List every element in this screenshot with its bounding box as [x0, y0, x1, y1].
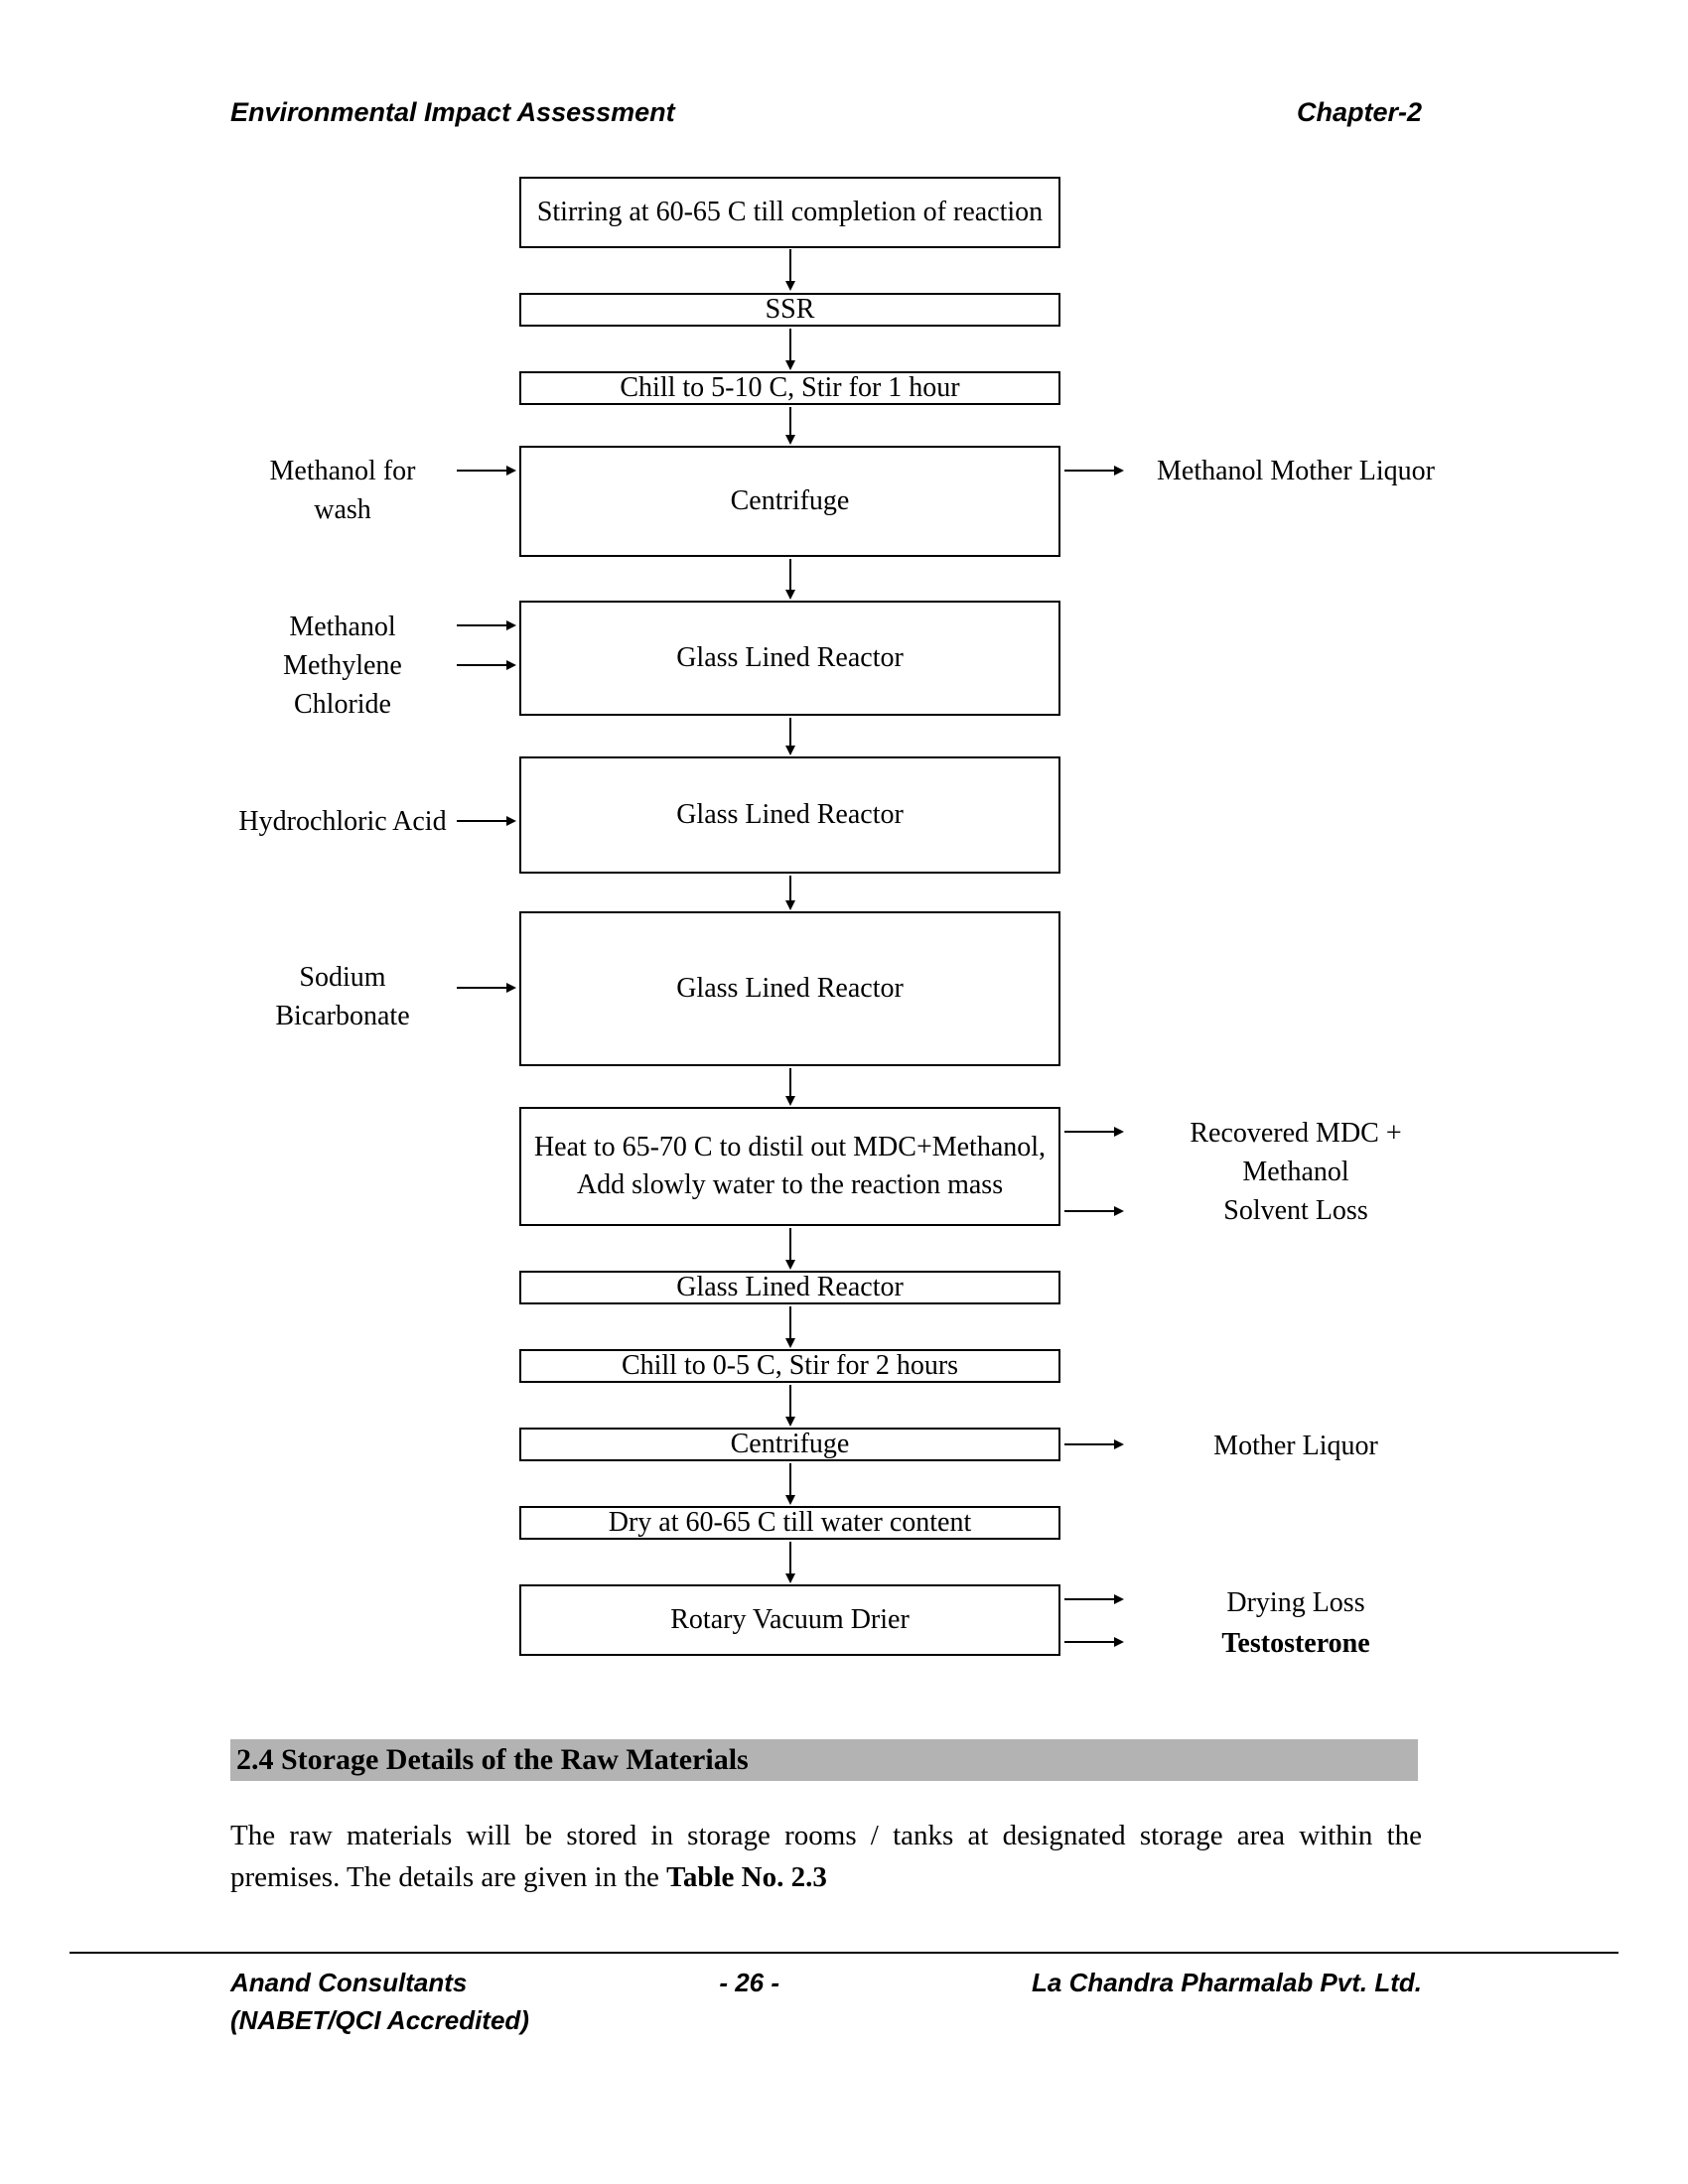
body-text-bold: Table No. 2.3 [666, 1861, 827, 1893]
down-arrow-icon [785, 876, 795, 910]
flow-box-label: Heat to 65-70 C to distil out MDC+Methan… [533, 1132, 1047, 1200]
header-chapter: Chapter-2 [1296, 97, 1422, 127]
section-heading: 2.4 Storage Details of the Raw Materials [230, 1739, 1418, 1781]
output-label-methanol-mother-liquor: Methanol Mother Liquor [1157, 456, 1435, 486]
footer-company: Anand Consultants [230, 1968, 468, 1997]
input-label-hydrochloric-acid: Hydrochloric Acid [238, 806, 447, 837]
output-label-mother-liquor: Mother Liquor [1213, 1431, 1378, 1461]
right-arrow-icon [1064, 1594, 1124, 1604]
output-label-recovered-mdc-methanol: Recovered MDC + Methanol [1190, 1118, 1402, 1187]
footer-divider [70, 1952, 1618, 1954]
down-arrow-icon [785, 1542, 795, 1583]
flow-box-label: Centrifuge [730, 1429, 850, 1459]
output-label-drying-loss: Drying Loss [1226, 1587, 1365, 1618]
flow-box-glr-3: Glass Lined Reactor [519, 911, 1060, 1066]
down-arrow-icon [785, 1385, 795, 1427]
flow-box-glr-2: Glass Lined Reactor [519, 756, 1060, 874]
down-arrow-icon [785, 329, 795, 370]
down-arrow-icon [785, 1306, 795, 1348]
input-label-methanol: Methanol [289, 612, 396, 642]
down-arrow-icon [785, 718, 795, 755]
flow-box-chill-5-10: Chill to 5-10 C, Stir for 1 hour [519, 371, 1060, 405]
right-arrow-icon [457, 466, 516, 476]
flow-box-label: Glass Lined Reactor [676, 799, 904, 830]
down-arrow-icon [785, 249, 795, 291]
right-arrow-icon [457, 983, 516, 993]
right-arrow-icon [457, 660, 516, 670]
flow-box-label: Stirring at 60-65 C till completion of r… [536, 197, 1044, 227]
flow-box-label: Chill to 0-5 C, Stir for 2 hours [621, 1350, 959, 1381]
flow-box-dry: Dry at 60-65 C till water content [519, 1506, 1060, 1540]
flow-box-stirring: Stirring at 60-65 C till completion of r… [519, 177, 1060, 248]
right-arrow-icon [457, 816, 516, 826]
flow-box-label: Chill to 5-10 C, Stir for 1 hour [620, 372, 960, 403]
input-label-sodium-bicarbonate: Sodium Bicarbonate [275, 962, 410, 1031]
input-label-methylene-chloride: Methylene Chloride [283, 650, 402, 720]
flow-box-label: Glass Lined Reactor [676, 1272, 904, 1302]
flow-box-label: Dry at 60-65 C till water content [608, 1507, 972, 1538]
right-arrow-icon [1064, 1206, 1124, 1216]
flow-box-label: Glass Lined Reactor [676, 973, 904, 1004]
flow-box-label: Glass Lined Reactor [676, 642, 904, 673]
right-arrow-icon [1064, 1637, 1124, 1647]
page-footer: Anand Consultants - 26 - La Chandra Phar… [230, 1968, 1422, 1998]
flow-box-ssr: SSR [519, 293, 1060, 327]
header-title: Environmental Impact Assessment [230, 97, 675, 127]
down-arrow-icon [785, 1228, 795, 1270]
body-paragraph: The raw materials will be stored in stor… [230, 1815, 1422, 1898]
flow-box-glr-4: Glass Lined Reactor [519, 1271, 1060, 1304]
right-arrow-icon [457, 620, 516, 630]
down-arrow-icon [785, 1068, 795, 1106]
down-arrow-icon [785, 407, 795, 445]
footer-page-number: - 26 - [719, 1968, 780, 1997]
flow-box-chill-0-5: Chill to 0-5 C, Stir for 2 hours [519, 1349, 1060, 1383]
input-label-methanol-for-wash: Methanol for wash [269, 456, 416, 525]
flow-box-label: Rotary Vacuum Drier [670, 1604, 910, 1635]
flow-box-rotary-drier: Rotary Vacuum Drier [519, 1584, 1060, 1656]
flow-box-centrifuge-1: Centrifuge [519, 446, 1060, 557]
output-label-testosterone: Testosterone [1221, 1628, 1370, 1659]
flow-box-glr-1: Glass Lined Reactor [519, 601, 1060, 716]
right-arrow-icon [1064, 1439, 1124, 1449]
down-arrow-icon [785, 1463, 795, 1505]
footer-accreditation: (NABET/QCI Accredited) [230, 2005, 529, 2035]
flow-box-label: SSR [765, 294, 815, 325]
flow-box-heat-distil: Heat to 65-70 C to distil out MDC+Methan… [519, 1107, 1060, 1226]
flow-box-label: Centrifuge [730, 485, 850, 516]
right-arrow-icon [1064, 1127, 1124, 1137]
flow-box-centrifuge-2: Centrifuge [519, 1428, 1060, 1461]
output-label-solvent-loss: Solvent Loss [1223, 1195, 1368, 1226]
right-arrow-icon [1064, 466, 1124, 476]
body-text-run: The raw materials will be stored in stor… [230, 1820, 1422, 1893]
footer-client: La Chandra Pharmalab Pvt. Ltd. [1032, 1968, 1422, 1997]
page-header: Environmental Impact Assessment Chapter-… [230, 97, 1422, 128]
down-arrow-icon [785, 559, 795, 600]
